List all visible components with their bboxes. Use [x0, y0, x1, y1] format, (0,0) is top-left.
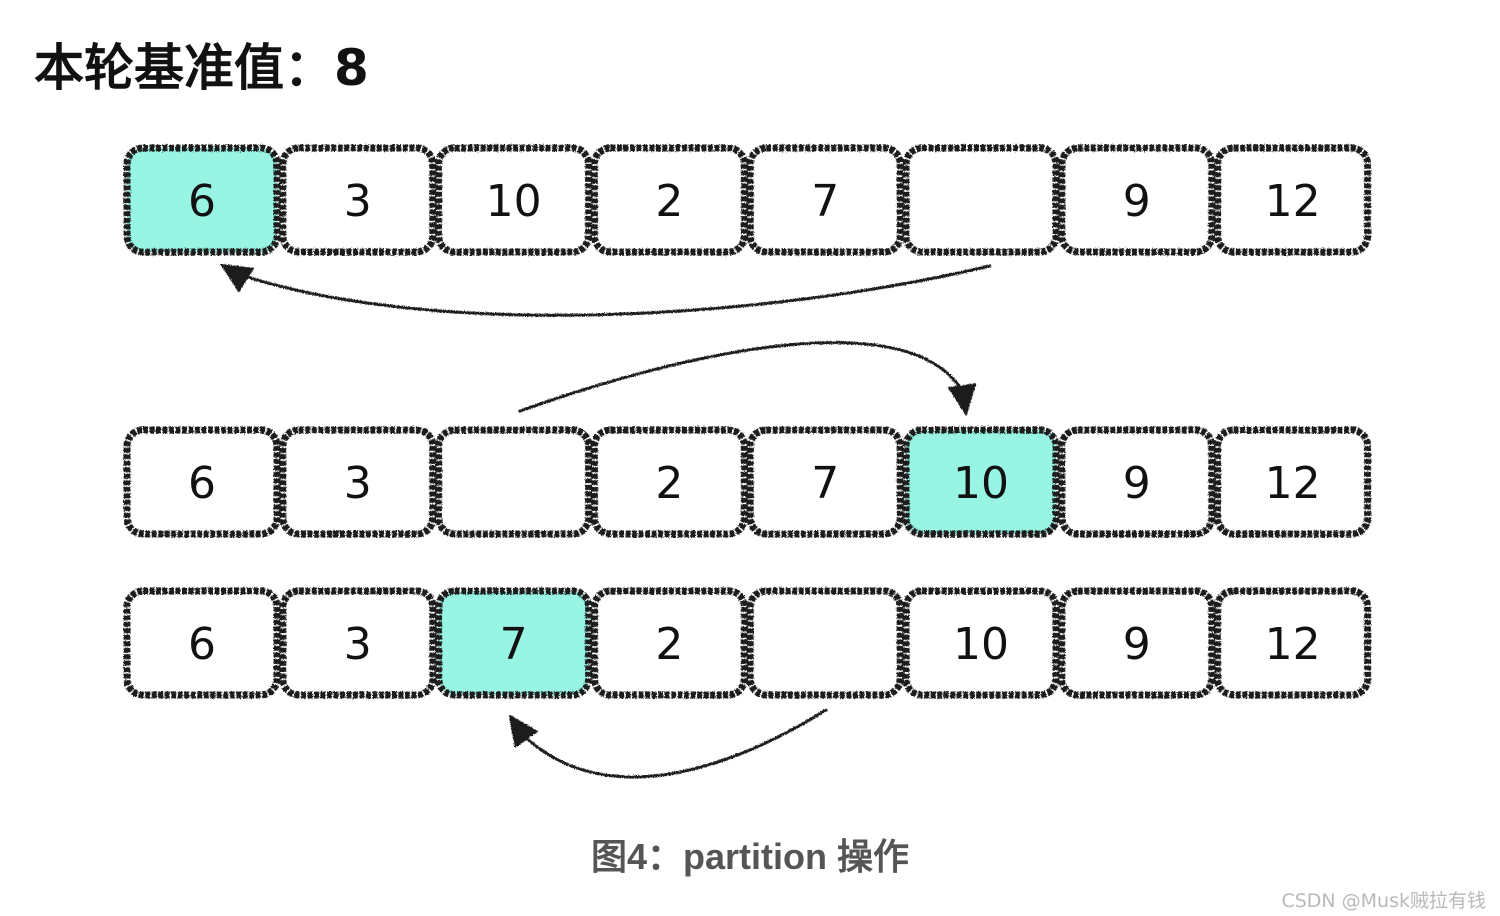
array-cell: 6 [123, 144, 281, 256]
highlighted-cell-box [902, 426, 1060, 538]
empty-slot [746, 587, 904, 699]
cell-box [902, 144, 1060, 256]
watermark: CSDN @Musk贼拉有钱 [1281, 890, 1486, 912]
cell-box [590, 426, 748, 538]
rows-layer: 6 3 10 2 7 9 12 6 3 2 7 10 9 12 6 3 7 2 10 9 12 [123, 144, 1372, 699]
cell-box [1058, 144, 1216, 256]
array-cell: 3 [279, 426, 437, 538]
cell-value: 9 [1123, 619, 1151, 670]
array-cell: 2 [590, 587, 748, 699]
cell-value: 7 [811, 176, 839, 227]
cell-value: 6 [188, 619, 216, 670]
cell-value: 9 [1123, 176, 1151, 227]
cell-box [746, 587, 904, 699]
cell-box [746, 144, 904, 256]
cell-box [1058, 426, 1216, 538]
empty-slot [902, 144, 1060, 256]
pivot-title: 本轮基准值：8 [34, 39, 369, 97]
array-cell: 12 [1214, 587, 1372, 699]
arrow-curve [230, 264, 992, 317]
arrow-move-to-slot-2 [508, 708, 828, 779]
cell-box [1214, 587, 1372, 699]
cell-box [123, 587, 281, 699]
cell-box [1214, 426, 1372, 538]
array-cell: 3 [279, 144, 437, 256]
cell-value: 10 [486, 176, 542, 227]
cell-value: 2 [655, 458, 683, 509]
array-cell: 12 [1214, 144, 1372, 256]
arrowhead-icon [508, 714, 539, 749]
arrowhead-icon [219, 263, 255, 293]
arrow-curve [516, 708, 828, 779]
cell-box [435, 426, 593, 538]
cell-value: 7 [500, 619, 528, 670]
cell-box [279, 144, 437, 256]
cell-box [279, 587, 437, 699]
cell-box [123, 426, 281, 538]
array-cell: 9 [1058, 426, 1216, 538]
cell-box [1058, 587, 1216, 699]
cell-box [590, 144, 748, 256]
cell-value: 12 [1265, 458, 1321, 509]
array-cell: 10 [902, 426, 1060, 538]
cell-value: 2 [655, 619, 683, 670]
array-cell: 7 [746, 144, 904, 256]
cell-value: 6 [188, 176, 216, 227]
cell-box [279, 426, 437, 538]
cell-box [435, 144, 593, 256]
array-row-3: 6 3 7 2 10 9 12 [123, 587, 1372, 699]
arrow-move-to-slot-5 [518, 341, 977, 417]
cell-box [746, 426, 904, 538]
arrow-move-to-slot-0 [219, 263, 992, 317]
cell-value: 6 [188, 458, 216, 509]
array-cell: 6 [123, 587, 281, 699]
figure-caption: 图4：partition 操作 [590, 836, 909, 877]
array-cell: 10 [435, 144, 593, 256]
cell-box [902, 587, 1060, 699]
cell-value: 2 [655, 176, 683, 227]
array-cell: 3 [279, 587, 437, 699]
array-row-1: 6 3 10 2 7 9 12 [123, 144, 1372, 256]
cell-value: 7 [811, 458, 839, 509]
array-cell: 9 [1058, 587, 1216, 699]
cell-value: 3 [344, 619, 372, 670]
cell-value: 3 [344, 176, 372, 227]
cell-value: 3 [344, 458, 372, 509]
highlighted-cell-box [435, 587, 593, 699]
array-cell: 7 [746, 426, 904, 538]
array-row-2: 6 3 2 7 10 9 12 [123, 426, 1372, 538]
arrowhead-icon [947, 383, 977, 417]
cell-value: 12 [1265, 176, 1321, 227]
array-cell: 9 [1058, 144, 1216, 256]
array-cell: 2 [590, 144, 748, 256]
cell-value: 9 [1123, 458, 1151, 509]
highlighted-cell-box [123, 144, 281, 256]
arrows-layer [219, 263, 992, 779]
array-cell: 10 [902, 587, 1060, 699]
array-cell: 6 [123, 426, 281, 538]
cell-value: 12 [1265, 619, 1321, 670]
array-cell: 7 [435, 587, 593, 699]
cell-box [590, 587, 748, 699]
cell-box [1214, 144, 1372, 256]
array-cell: 2 [590, 426, 748, 538]
arrow-curve [518, 341, 968, 413]
cell-value: 10 [953, 458, 1009, 509]
empty-slot [435, 426, 593, 538]
array-cell: 12 [1214, 426, 1372, 538]
cell-value: 10 [953, 619, 1009, 670]
